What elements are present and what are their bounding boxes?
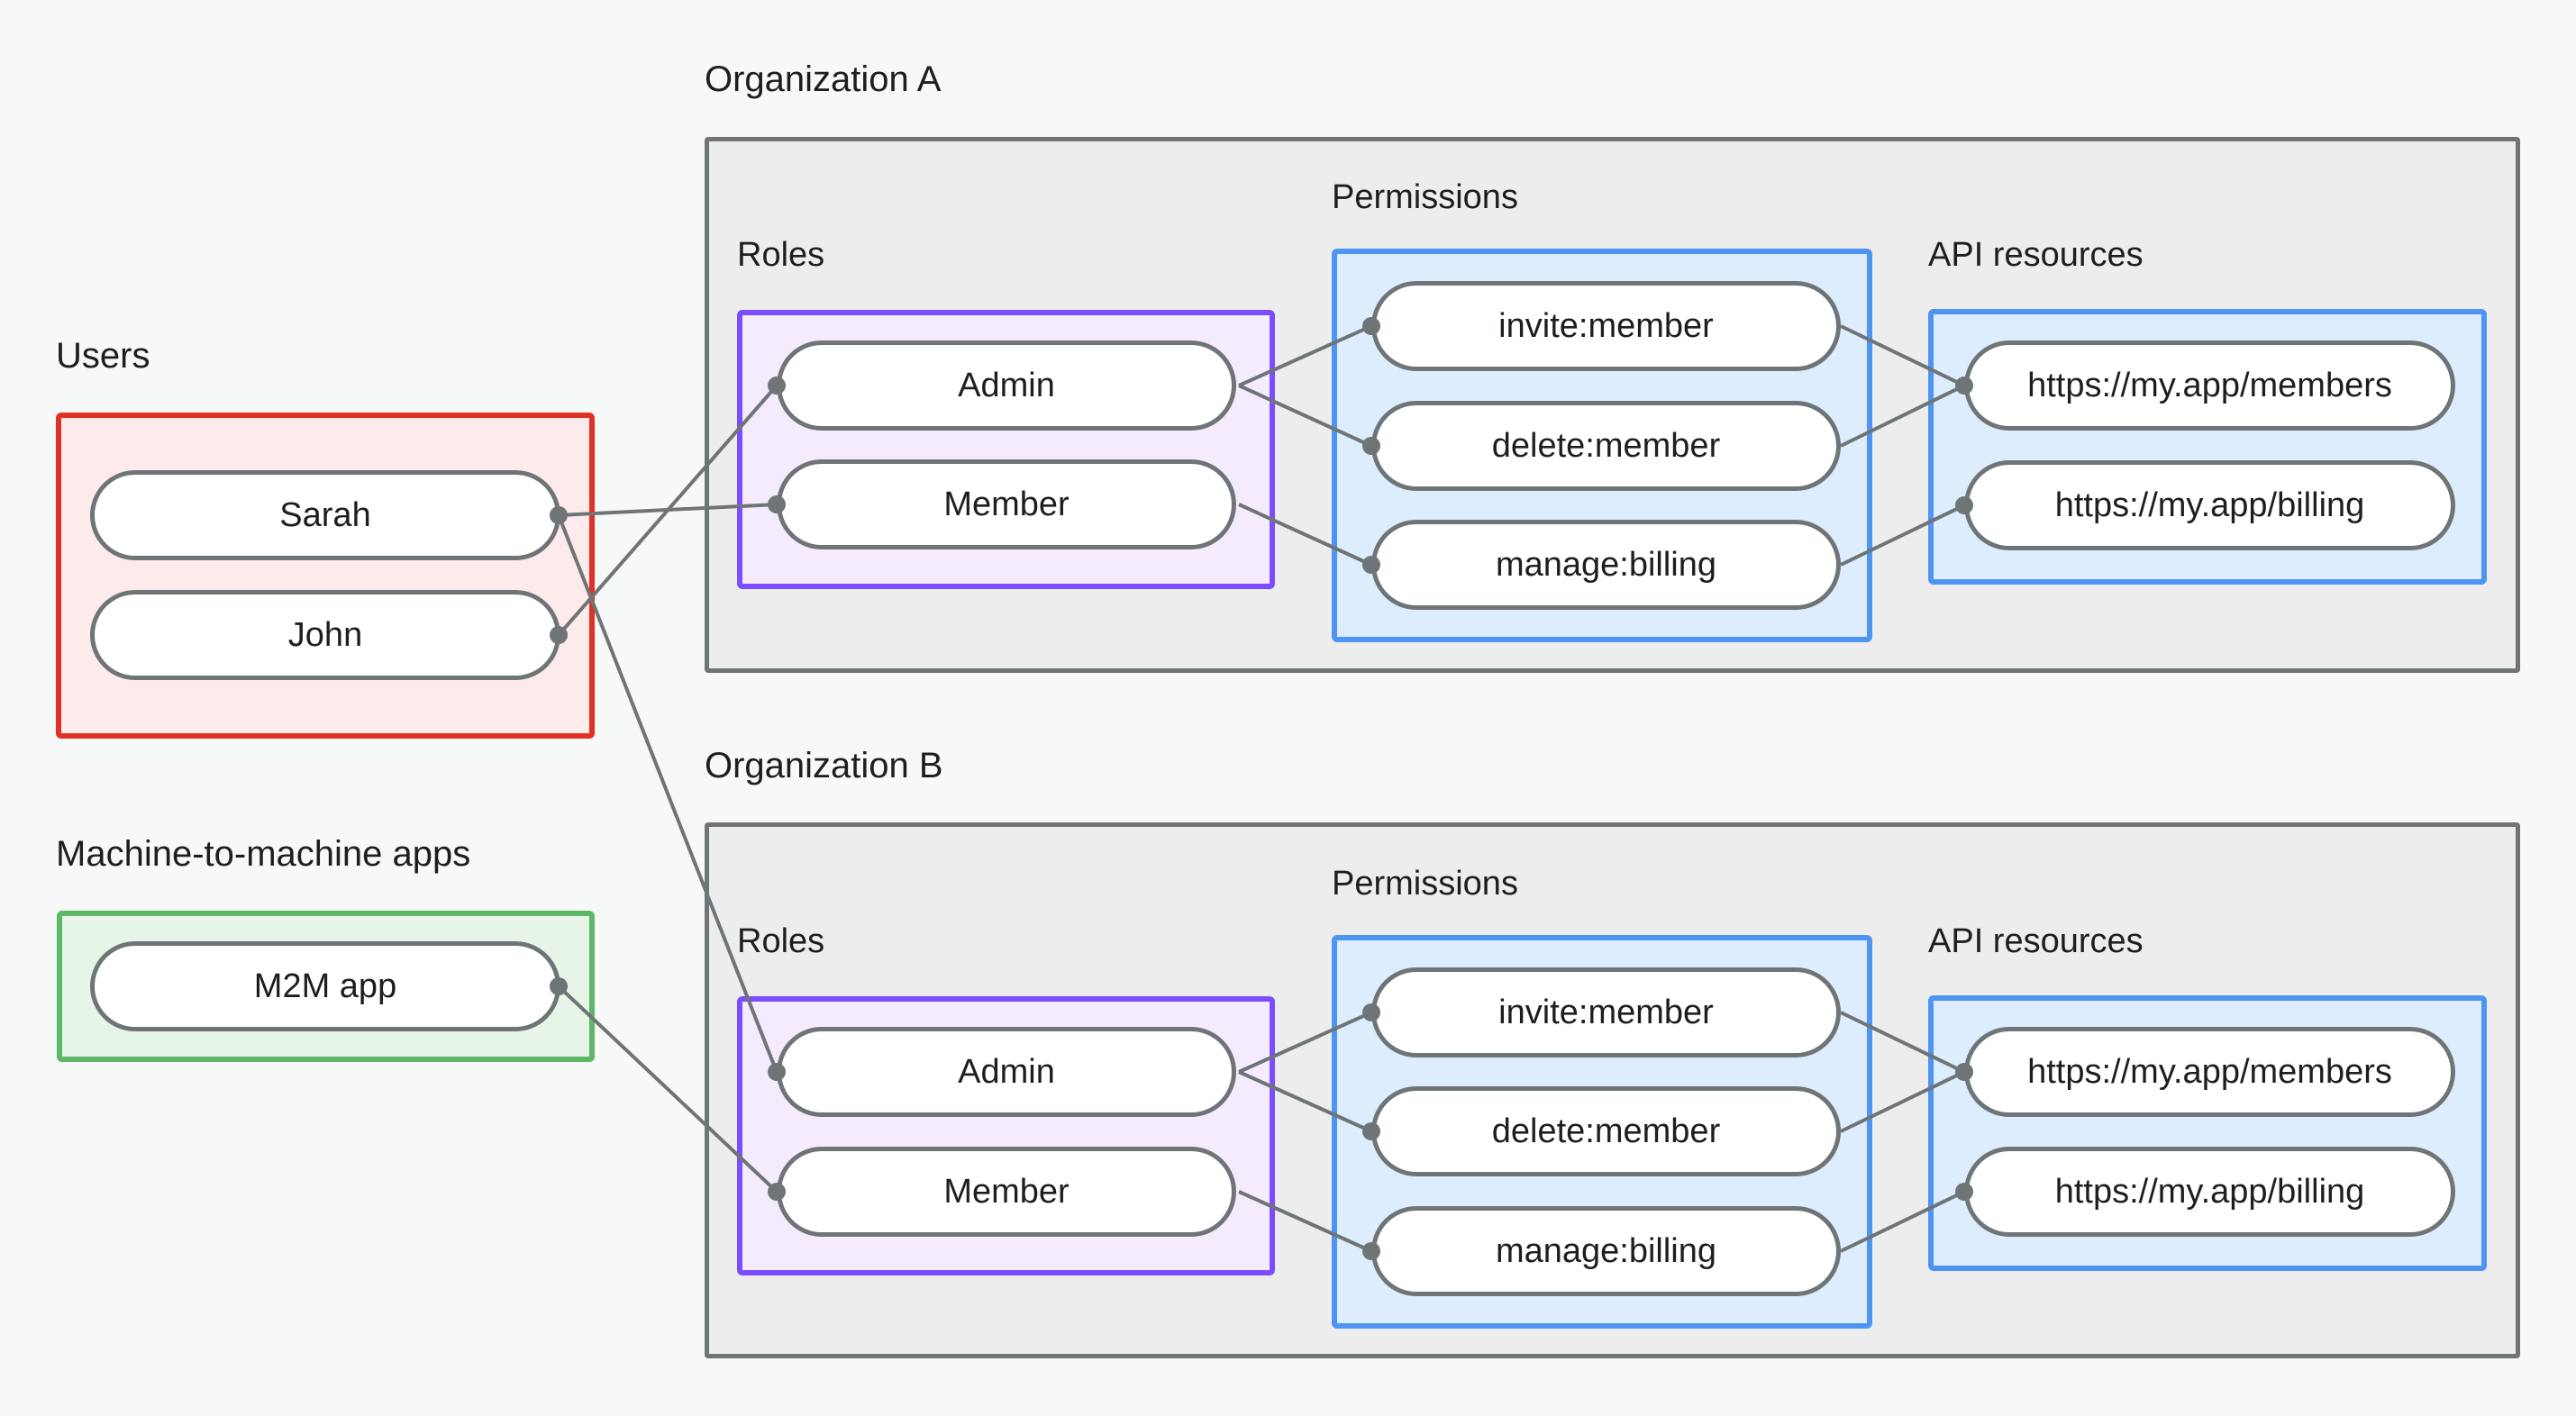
org-b-permission-invite-member[interactable]: invite:member	[1371, 967, 1841, 1057]
connector-dot-org-a-admin-in	[768, 377, 786, 395]
connector-dot-org-b-billing	[1362, 1242, 1380, 1260]
connector-dot-org-b-admin-in	[768, 1063, 786, 1081]
users-container	[56, 413, 595, 739]
org-a-api-resource-members[interactable]: https://my.app/members	[1964, 340, 2455, 431]
org-a-permission-manage-billing[interactable]: manage:billing	[1371, 520, 1841, 610]
user-node-sarah[interactable]: Sarah	[90, 470, 560, 560]
org-a-api-resource-billing[interactable]: https://my.app/billing	[1964, 460, 2455, 550]
m2m-node-app[interactable]: M2M app	[90, 941, 560, 1031]
org-b-api-resource-members[interactable]: https://my.app/members	[1964, 1027, 2455, 1117]
connector-dot-org-b-invite	[1362, 1003, 1380, 1021]
connector-dot-org-a-res-billing	[1955, 496, 1973, 514]
org-b-label: Organization B	[705, 746, 943, 785]
connector-dot-org-a-billing	[1362, 556, 1380, 574]
connector-dot-org-b-res-billing	[1955, 1183, 1973, 1201]
org-a-permissions-label: Permissions	[1332, 178, 1518, 216]
user-node-john[interactable]: John	[90, 590, 560, 680]
connector-dot-org-a-res-members	[1955, 377, 1973, 395]
users-group-label: Users	[56, 336, 150, 376]
org-b-api-resource-billing[interactable]: https://my.app/billing	[1964, 1147, 2455, 1237]
org-a-role-admin[interactable]: Admin	[777, 340, 1236, 431]
org-a-permission-delete-member[interactable]: delete:member	[1371, 401, 1841, 491]
org-a-permission-invite-member[interactable]: invite:member	[1371, 281, 1841, 371]
connector-dot-org-a-invite	[1362, 317, 1380, 335]
connector-dot-john	[550, 626, 568, 644]
org-a-role-member[interactable]: Member	[777, 459, 1236, 549]
org-b-role-member[interactable]: Member	[777, 1147, 1236, 1237]
connector-dot-org-a-delete	[1362, 437, 1380, 455]
connector-dot-org-b-res-members	[1955, 1063, 1973, 1081]
connector-dot-m2m-app	[550, 977, 568, 995]
connector-dot-org-b-member-in	[768, 1183, 786, 1201]
org-b-roles-label: Roles	[737, 922, 825, 960]
connector-dot-sarah	[550, 506, 568, 524]
org-b-permission-manage-billing[interactable]: manage:billing	[1371, 1206, 1841, 1296]
connector-dot-org-a-member-in	[768, 495, 786, 513]
org-b-role-admin[interactable]: Admin	[777, 1027, 1236, 1117]
org-b-permissions-label: Permissions	[1332, 865, 1518, 903]
org-a-api-resources-label: API resources	[1928, 236, 2144, 274]
connector-dot-org-b-delete	[1362, 1122, 1380, 1140]
org-b-permission-delete-member[interactable]: delete:member	[1371, 1086, 1841, 1176]
org-a-roles-label: Roles	[737, 236, 825, 274]
org-a-label: Organization A	[705, 59, 942, 99]
org-b-api-resources-label: API resources	[1928, 922, 2144, 960]
m2m-group-label: Machine-to-machine apps	[56, 834, 471, 874]
